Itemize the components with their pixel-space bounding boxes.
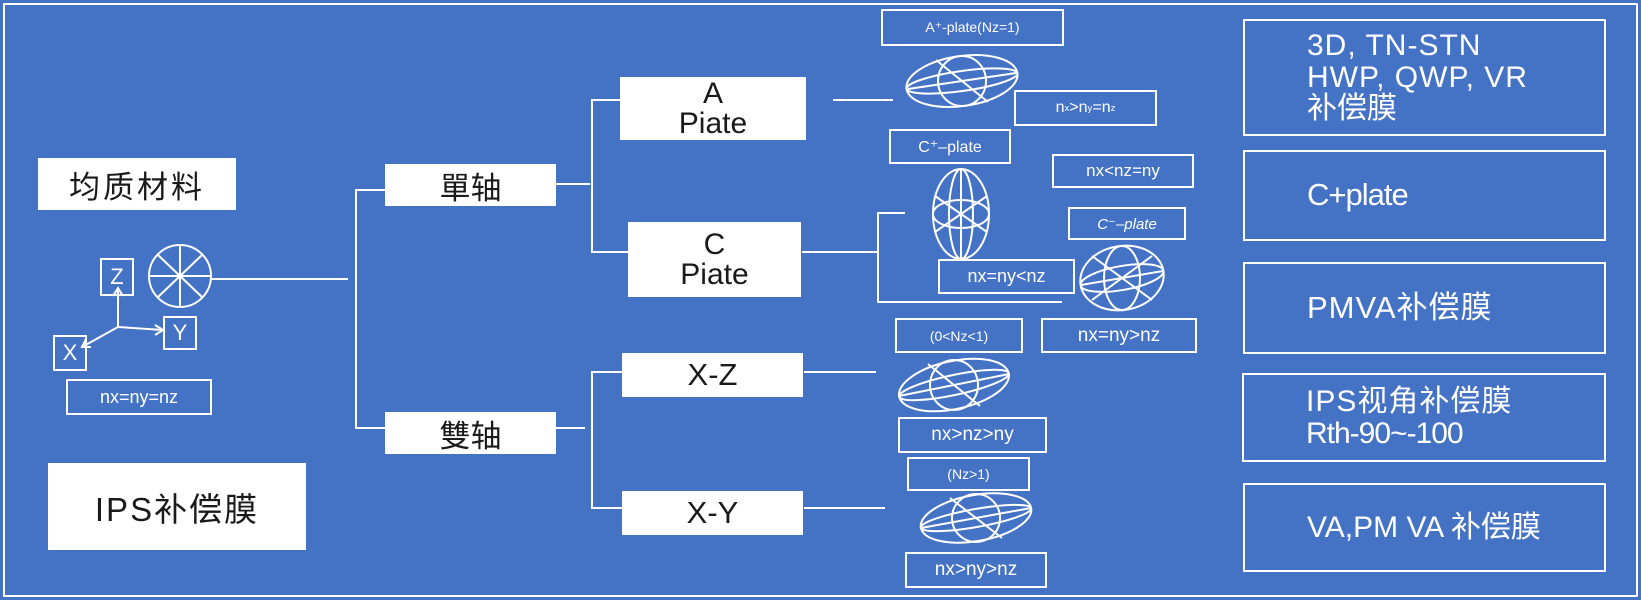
a-plate-line2: Piate — [678, 106, 748, 140]
right-box-3d-tn-stn: 3D, TN-STN HWP, QWP, VR 补偿膜 — [1243, 19, 1606, 136]
right-box-ips-view: IPS视角补偿膜 Rth-90~-100 — [1242, 373, 1606, 462]
right-box-4-line2: Rth-90~-100 — [1306, 416, 1464, 450]
right-box-1-line3: 补偿膜 — [1307, 92, 1397, 126]
axis-arrows-icon — [80, 286, 165, 348]
c-plate-equation-2: nx=ny<nz — [938, 259, 1075, 294]
outer-frame — [3, 3, 1638, 597]
a-eq-sub-y: y — [1087, 102, 1093, 114]
c-plate-line2: Piate — [680, 257, 749, 291]
xz-range-label: (0<Nz<1) — [895, 318, 1023, 353]
c-plus-ellipsoid-icon — [932, 168, 990, 260]
right-box-4-line1: IPS视角补偿膜 — [1306, 385, 1513, 418]
a-plate-nz-label: A⁺-plate(Nz=1) — [881, 9, 1064, 46]
right-box-c-plus-plate: C+plate — [1243, 150, 1606, 241]
c-plus-equation: nx<nz=ny — [1052, 154, 1194, 188]
a-eq-sub-z: z — [1110, 102, 1116, 114]
uniaxial-box: 單轴 — [385, 164, 556, 206]
xy-equation: nx>ny>nz — [905, 552, 1047, 588]
isotropic-equation: nx=ny=nz — [66, 379, 212, 415]
xy-range-label: (Nz>1) — [907, 457, 1030, 491]
xy-box: X-Y — [622, 491, 803, 535]
c-minus-plate-label: C⁻–plate — [1068, 207, 1186, 240]
ips-compensation-film-box: IPS补偿膜 — [48, 463, 306, 550]
a-eq-part-n1: n — [1055, 99, 1065, 116]
c-minus-equation: nx=ny>nz — [1041, 318, 1197, 353]
c-plate-line1: C — [703, 227, 726, 261]
right-box-1-line2: HWP, QWP, VR — [1307, 60, 1528, 94]
xz-equation: nx>nz>ny — [898, 417, 1047, 453]
xy-ellipsoid-icon — [919, 492, 1033, 544]
a-eq-part-gt: >n — [1069, 99, 1088, 116]
c-minus-ellipsoid-icon — [1079, 244, 1165, 312]
isotropic-sphere-icon — [148, 244, 212, 308]
right-box-va-pmva: VA,PM VA 补偿膜 — [1243, 483, 1606, 572]
a-plate-line1: A — [702, 76, 723, 110]
a-eq-sub-x: x — [1064, 102, 1070, 114]
axis-y-label: Y — [163, 316, 197, 350]
a-plate-ellipsoid-icon — [905, 54, 1019, 108]
c-plus-plate-label: C⁺–plate — [889, 129, 1011, 164]
biaxial-box: 雙轴 — [385, 412, 556, 454]
homogeneous-material-box: 均质材料 — [38, 158, 236, 210]
right-box-1-line1: 3D, TN-STN — [1307, 29, 1482, 63]
xz-box: X-Z — [622, 353, 803, 397]
a-eq-part-eq: =n — [1092, 99, 1111, 116]
axis-x-label: X — [53, 335, 87, 371]
xz-ellipsoid-icon — [897, 357, 1011, 413]
right-box-pmva: PMVA补偿膜 — [1243, 262, 1606, 354]
axis-z-label: Z — [100, 258, 134, 296]
